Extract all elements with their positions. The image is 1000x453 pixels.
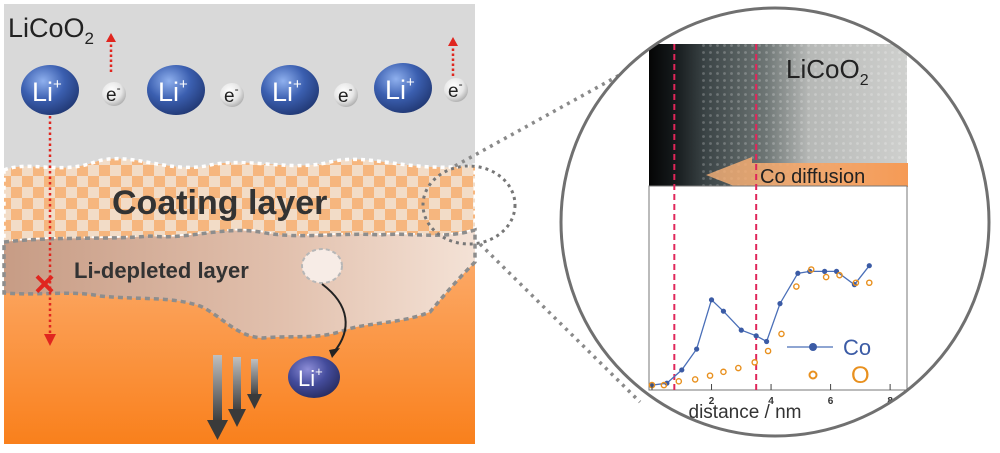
electron-3: e- [334, 82, 358, 107]
zoom-line-top [454, 64, 637, 168]
coating-layer [2, 157, 477, 244]
coating-layer-label: Coating layer [112, 184, 327, 222]
electron-1: e- [102, 81, 126, 106]
electron-up-arrowhead-left [106, 33, 116, 42]
down-arrow-3-head [247, 394, 262, 409]
svg-text:e-: e- [448, 77, 463, 102]
down-arrow-1-shaft [213, 355, 222, 423]
series-co-line [651, 265, 870, 386]
vacancy-bubble [301, 248, 343, 284]
series-o-point-6 [735, 364, 742, 372]
inset-circle-border [559, 6, 991, 438]
left-panel: LiCoO2 Li+ e- Li+ e- Li+ e- [2, 4, 477, 444]
svg-text:e-: e- [338, 82, 353, 107]
vacancy-to-li-arrow [321, 283, 347, 353]
series-co-point-15 [866, 263, 872, 269]
svg-text:Li+: Li+ [385, 74, 415, 105]
series-co-point-2 [679, 367, 685, 373]
series-co-point-1 [664, 380, 670, 386]
electron-4: e- [444, 77, 468, 102]
series-co-point-9 [777, 301, 783, 307]
series-o-point-10 [793, 283, 800, 290]
series-o-point-13 [836, 271, 843, 279]
electron-up-arrowhead-right [448, 37, 458, 46]
li-ion-1: Li+ [21, 65, 79, 115]
downward-arrows [207, 355, 262, 440]
zoom-line-bottom [478, 242, 642, 404]
series-o-point-15 [865, 279, 873, 287]
tem-lattice-texture [700, 44, 907, 186]
li-ion-2: Li+ [147, 65, 205, 115]
series-co-point-10 [795, 270, 801, 276]
svg-text:Li+: Li+ [32, 76, 62, 107]
tem-licoo2-label: LiCoO2 [786, 54, 869, 89]
series-co-point-8 [763, 338, 770, 345]
li-ion-4: Li+ [374, 63, 432, 113]
chart-legend: Co O [787, 335, 871, 389]
down-arrow-3-shaft [251, 359, 258, 397]
series-co-point-12 [822, 268, 828, 274]
zoom-connectors [421, 64, 642, 404]
x-tick-label-4: 4 [768, 396, 774, 407]
series-o-point-1 [660, 381, 668, 389]
li-ion-3: Li+ [261, 65, 319, 115]
legend-co-label: Co [843, 335, 871, 360]
series-o-point-9 [778, 330, 785, 338]
series-o-point-4 [706, 372, 714, 379]
series-co-point-5 [720, 308, 727, 314]
series-o-point-5 [720, 368, 727, 376]
series-co-point-4 [708, 297, 715, 303]
series-co-point-7 [753, 333, 759, 339]
li-transport-arrowhead [44, 334, 56, 346]
down-arrow-2-shaft [233, 357, 241, 412]
chart-marks [648, 44, 873, 390]
series-o-point-11 [807, 266, 815, 273]
series-o-point-8 [764, 347, 772, 355]
series-o-point-3 [691, 376, 699, 383]
chart-x-axis-label: distance / nm [689, 402, 802, 423]
zoom-source-ellipse [421, 164, 517, 246]
vacancy-arrowhead [329, 348, 340, 358]
series-o-point-14 [852, 279, 860, 287]
svg-text:Li+: Li+ [158, 76, 188, 107]
licoo2-label: LiCoO2 [8, 13, 94, 48]
li-depleted-layer [2, 227, 477, 340]
series-co-point-6 [738, 327, 744, 333]
series-co-point-3 [694, 346, 700, 352]
blocked-mark: × [34, 263, 55, 304]
svg-text:Li+: Li+ [272, 76, 302, 107]
legend-o-small [808, 370, 818, 380]
svg-text:e-: e- [106, 81, 121, 106]
series-o-point-7 [751, 359, 758, 366]
electron-2: e- [220, 82, 244, 107]
down-arrow-1-head [207, 420, 228, 440]
legend-co-dot [809, 343, 817, 351]
down-arrow-2-head [228, 409, 246, 427]
series-o-point-2 [675, 378, 683, 385]
legend-o-label: O [851, 362, 870, 389]
licoo2-subscript: 2 [85, 29, 94, 48]
escaped-li-ion: Li+ [288, 356, 340, 398]
li-depleted-label: Li-depleted layer [74, 258, 249, 283]
svg-text:Li+: Li+ [298, 364, 323, 391]
series-o-point-12 [822, 273, 830, 281]
co-diffusion-label: Co diffusion [760, 166, 865, 188]
svg-text:e-: e- [224, 82, 239, 107]
x-tick-label-6: 6 [828, 396, 834, 407]
x-tick-label-2: 2 [709, 396, 715, 407]
tem-licoo2-subscript: 2 [860, 72, 869, 89]
